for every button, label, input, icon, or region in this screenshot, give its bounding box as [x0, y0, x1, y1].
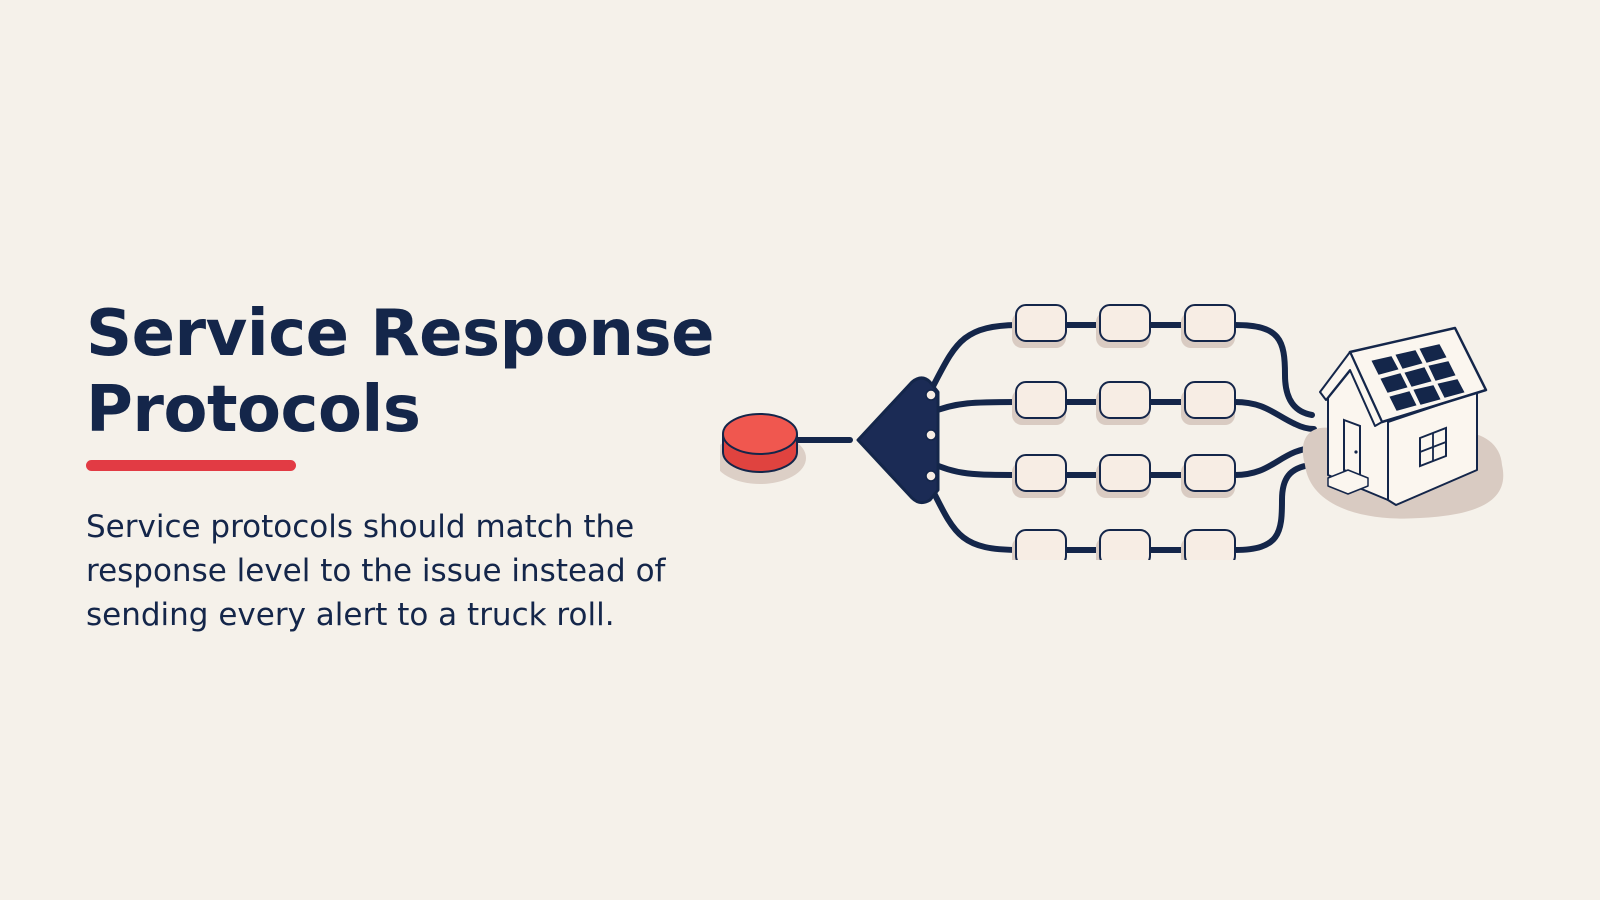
- page-title: Service Response Protocols: [86, 296, 714, 448]
- title-line-1: Service Response: [86, 297, 714, 371]
- branch-line-2: [927, 399, 1317, 432]
- solar-panel-icon: [1368, 341, 1468, 414]
- protocol-flow-illustration: [720, 304, 1504, 560]
- title-line-2: Protocols: [86, 373, 421, 447]
- step-node-row-4: [1012, 529, 1236, 560]
- step-node-row-3: [1012, 454, 1236, 498]
- window-icon: [1419, 426, 1447, 468]
- branch-line-1: [927, 322, 1315, 418]
- body-line-1: Service protocols should match the: [86, 509, 635, 545]
- step-node-row-2: [1012, 381, 1236, 425]
- body-text: Service protocols should match the respo…: [86, 505, 706, 637]
- house-with-solar-panels-icon: [1302, 326, 1504, 519]
- alert-button-icon: [720, 413, 806, 484]
- splitter-icon: [856, 376, 940, 505]
- body-line-3: sending every alert to a truck roll.: [86, 597, 615, 633]
- door-icon: [1343, 418, 1361, 478]
- title-underline: [86, 460, 296, 471]
- text-block: Service Response Protocols Service proto…: [86, 296, 714, 637]
- branch-line-4: [927, 462, 1313, 553]
- step-node-row-1: [1012, 304, 1236, 348]
- body-line-2: response level to the issue instead of: [86, 553, 666, 589]
